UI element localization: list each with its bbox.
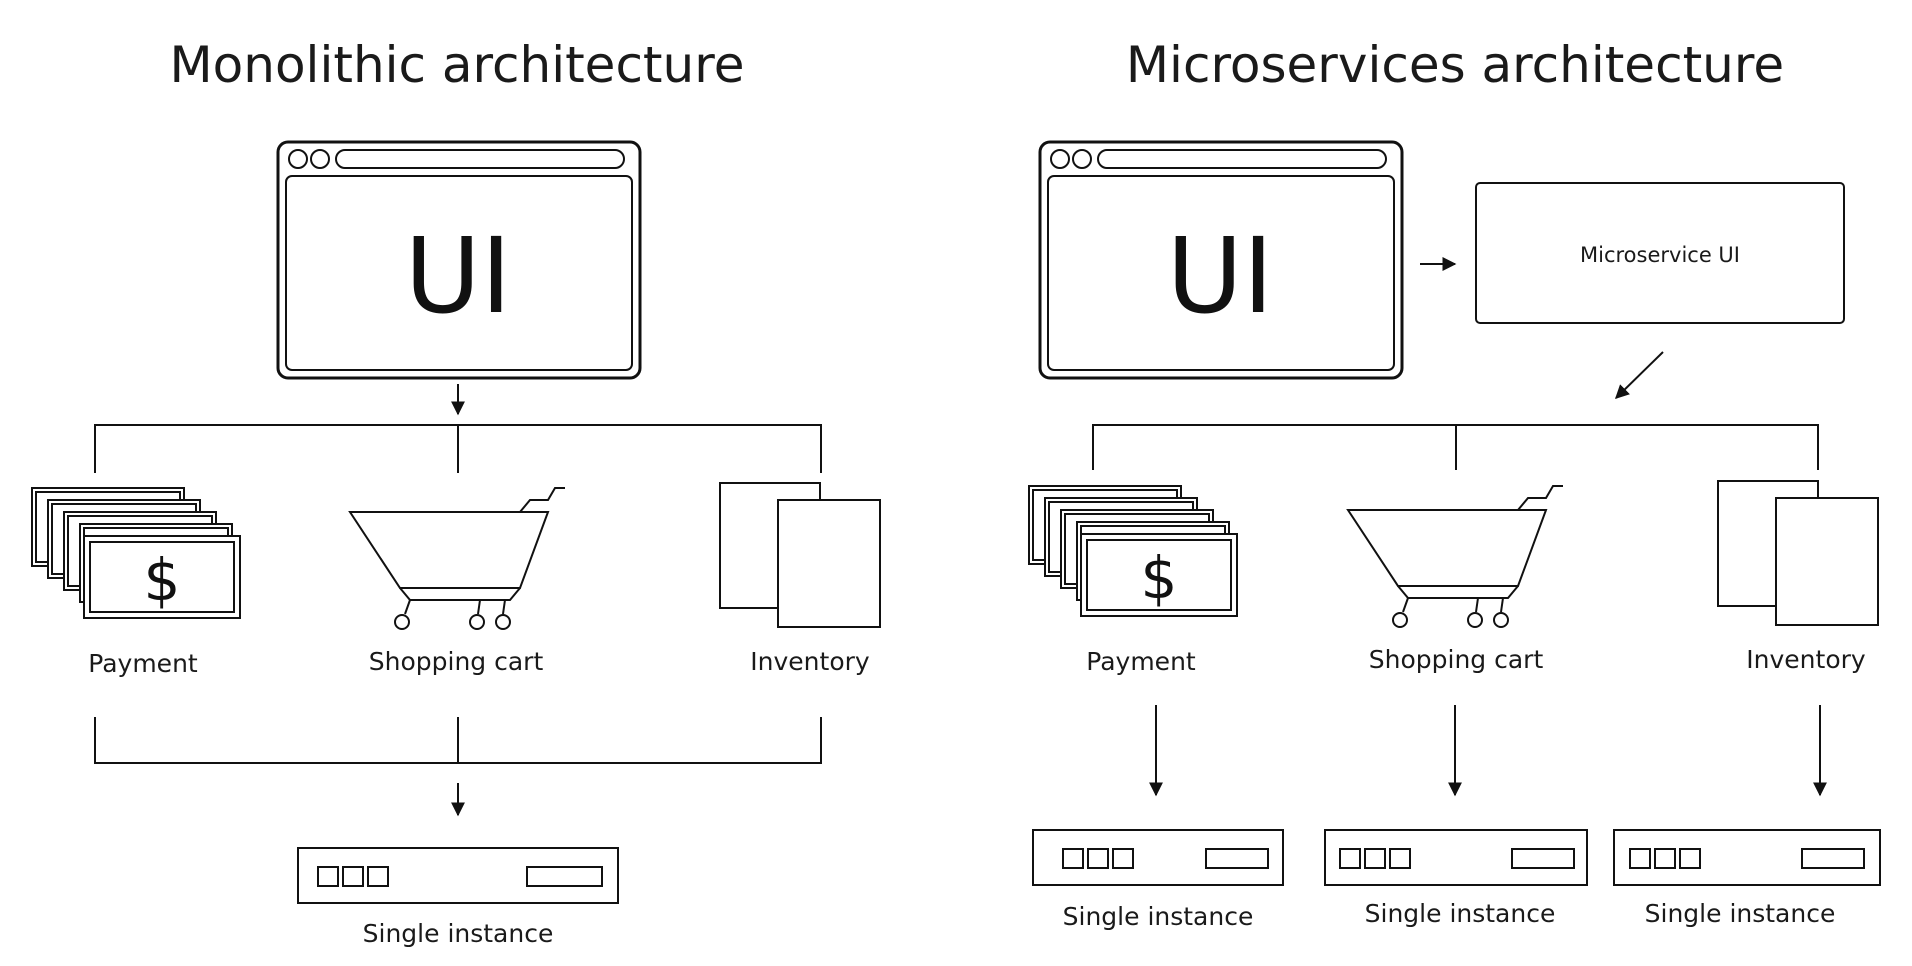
browser-window-icon: UI — [1038, 140, 1404, 380]
money-stack-icon: $ — [1028, 485, 1238, 617]
documents-icon — [1717, 480, 1879, 626]
arrow-icon — [1614, 351, 1664, 399]
monolith-top-connector — [94, 424, 822, 473]
shopping-cart-icon — [348, 487, 565, 630]
server-instance-icon — [1032, 829, 1284, 886]
monolith-title: Monolithic architecture — [170, 36, 745, 94]
microservice-ui-box: Microservice UI — [1475, 182, 1845, 324]
micro-title: Microservices architecture — [1126, 36, 1784, 94]
microservices-panel: Microservices architecture UI Microservi… — [1028, 36, 1881, 931]
documents-icon — [719, 482, 881, 628]
micro-ui-label: UI — [1167, 215, 1274, 337]
micro-payment-label: Payment — [1086, 647, 1196, 676]
server-instance-icon — [297, 847, 619, 904]
micro-currency-symbol: $ — [1141, 544, 1178, 612]
server-instance-icon — [1324, 829, 1588, 886]
micro-top-connector — [1092, 424, 1819, 470]
micro-instance-label: Single instance — [1365, 899, 1556, 928]
shopping-cart-icon — [1346, 485, 1563, 628]
money-stack-icon: $ — [31, 487, 241, 619]
monolith-payment-label: Payment — [88, 649, 198, 678]
monolith-bottom-connector — [94, 717, 822, 764]
browser-window-icon: UI — [276, 140, 642, 380]
monolith-cart-label: Shopping cart — [369, 647, 544, 676]
monolith-ui-label: UI — [405, 215, 512, 337]
micro-inventory-label: Inventory — [1746, 645, 1866, 674]
monolith-panel: Monolithic architecture UI $ Payment — [31, 36, 881, 948]
micro-cart-label: Shopping cart — [1369, 645, 1544, 674]
monolith-instance-label: Single instance — [363, 919, 554, 948]
microservice-ui-label: Microservice UI — [1580, 243, 1740, 267]
micro-instance-label: Single instance — [1063, 902, 1254, 931]
micro-instance-label: Single instance — [1645, 899, 1836, 928]
monolith-currency-symbol: $ — [144, 546, 181, 614]
server-instance-icon — [1613, 829, 1881, 886]
monolith-inventory-label: Inventory — [750, 647, 870, 676]
